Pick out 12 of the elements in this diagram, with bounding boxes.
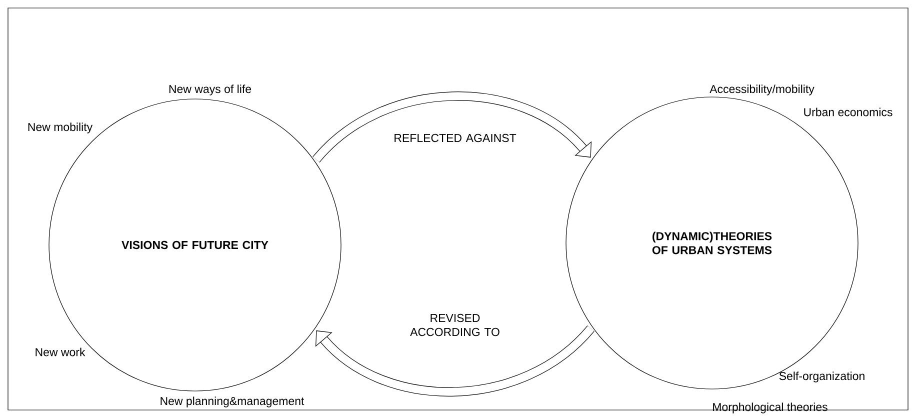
beside-label: New ways of life — [169, 84, 251, 96]
edge-label: REFLECTED AGAINST — [394, 134, 516, 142]
beside-label: Accessibility/mobility — [710, 84, 814, 96]
beside-label: New mobility — [28, 122, 93, 134]
beside-label: New work — [36, 348, 86, 356]
block-arrow — [316, 325, 594, 396]
beside-label: New planning&management — [160, 396, 304, 408]
edge-label: REVISED ACCORDING TO — [410, 314, 500, 336]
beside-label: Self-organization — [779, 372, 864, 382]
beside-label: Urban economics — [804, 108, 892, 116]
block-arrow — [312, 92, 592, 163]
beside-label: Morphological theories — [713, 402, 828, 414]
